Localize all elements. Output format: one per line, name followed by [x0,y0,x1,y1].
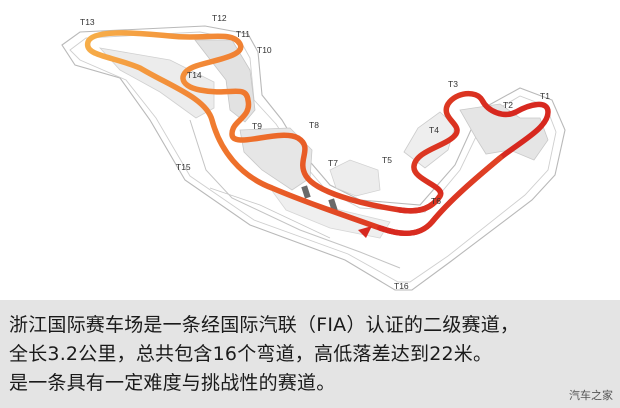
caption-line-3: 是一条具有一定难度与挑战性的赛道。 [9,372,336,394]
access-road [189,119,401,269]
turn-label-t8: T8 [309,120,319,130]
caption-line-2: 全长3.2公里，总共包含16个弯道，高低落差达到22米。 [9,343,493,365]
venue-boundary [61,25,566,291]
turn-label-t5: T5 [382,155,392,165]
race-track-edge [377,155,503,237]
turn-label-t6: T6 [431,196,441,206]
turn-label-t13: T13 [80,17,95,27]
turn-label-t3: T3 [448,79,458,89]
turn-label-t2: T2 [503,100,513,110]
tunnel-mark [301,185,311,199]
turn-label-t16: T16 [394,281,409,291]
caption-line-1: 浙江国际赛车场是一条经国际汽联（FIA）认证的二级赛道， [9,314,520,336]
access-road-2 [209,187,331,239]
watermark: 汽车之家 [569,389,613,402]
race-track [85,30,551,237]
venue-boundary-inner [69,31,557,283]
turn-labels: T1 T2 T3 T4 T5 T6 T7 T8 T9 T10 T11 T12 T… [80,13,550,291]
relief-shadow-3 [239,127,313,191]
caption-panel: 浙江国际赛车场是一条经国际汽联（FIA）认证的二级赛道， 全长3.2公里，总共包… [0,300,620,408]
turn-label-t10: T10 [257,45,272,55]
turn-label-t9: T9 [252,121,262,131]
turn-label-t15: T15 [176,162,191,172]
turn-label-t7: T7 [328,158,338,168]
turn-label-t11: T11 [236,29,250,39]
direction-arrow-icon [358,226,372,238]
relief-shadow-4 [459,103,549,161]
tunnel-mark-2 [328,198,338,212]
turn-label-t14: T14 [187,70,202,80]
turn-label-t1: T1 [540,91,550,101]
turn-label-t12: T12 [212,13,227,23]
turn-label-t4: T4 [429,125,439,135]
track-map: T1 T2 T3 T4 T5 T6 T7 T8 T9 T10 T11 T12 T… [61,13,566,291]
relief-shadow-5 [329,159,381,197]
